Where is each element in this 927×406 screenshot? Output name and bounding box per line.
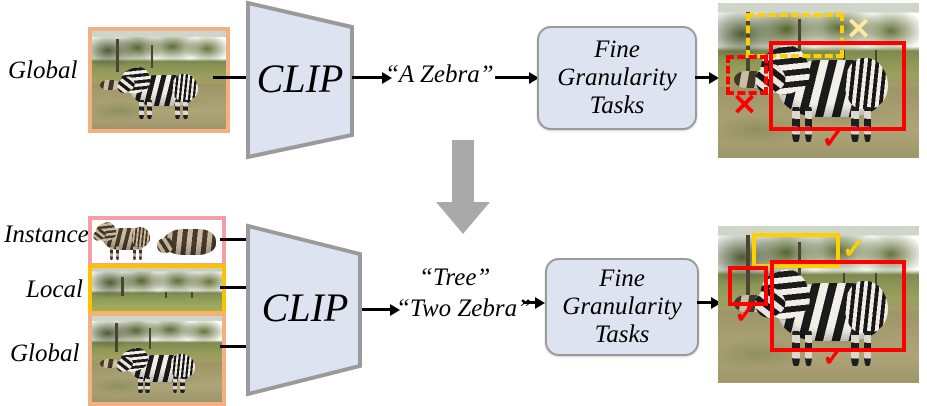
check-red-icon-main-bottom: ✓ [822, 342, 846, 373]
main-zebra-shape [114, 344, 201, 395]
task-line-1: Fine [594, 36, 640, 63]
zebra-leg [116, 246, 120, 260]
task-line-2: Granularity [562, 293, 682, 320]
yellow-dashed-tree-box-top [746, 13, 844, 58]
zebra-leg [172, 376, 178, 394]
tree-trunk-icon [746, 235, 751, 296]
tree-trunk-icon [149, 328, 152, 349]
red-dashed-small-zebra-box-top [726, 55, 768, 95]
clip-label-top: CLIP [256, 56, 344, 101]
zebra-rump [171, 73, 198, 102]
zebra-leg [137, 376, 143, 394]
zebra-rump [169, 353, 195, 378]
tree-trunk-icon [120, 277, 124, 296]
check-red-icon-small-bottom: ✓ [734, 299, 758, 330]
task-line-3: Tasks [589, 92, 645, 119]
fence-post-icon [164, 292, 167, 299]
transition-down-arrow-icon [432, 140, 494, 236]
zebra-leg [139, 100, 145, 119]
tree-trunk-icon [116, 38, 120, 73]
tree-trunk-icon [798, 18, 802, 62]
zebra-leg [138, 246, 143, 260]
cross-yellow-icon-top: ✕ [846, 13, 872, 46]
zebra-leg [147, 100, 152, 119]
zebra-leg [791, 106, 800, 142]
top-output-image: ✕ ✕ ✓ [718, 3, 919, 158]
zebra-leg [183, 100, 188, 119]
zebra-leg [804, 106, 813, 142]
bottom-input-label-local: Local [26, 276, 83, 303]
task-line-2: Granularity [557, 64, 677, 91]
tree-trunk-icon [115, 322, 119, 353]
zebra-leg [851, 106, 859, 142]
fine-granularity-task-box-top[interactable]: Fine Granularity Tasks [537, 26, 697, 130]
clip-model-top: CLIP [244, 0, 356, 160]
small-zebra-shape [99, 359, 120, 368]
fence-post-icon [842, 273, 845, 289]
zebra-rump [845, 57, 888, 109]
cross-red-icon-top: ✕ [732, 89, 758, 122]
check-red-icon-top: ✓ [821, 122, 847, 155]
bottom-output-image: ✓ ✓ ✓ [718, 226, 919, 383]
fine-granularity-task-box-bottom[interactable]: Fine Granularity Tasks [545, 258, 699, 356]
main-zebra-shape [114, 63, 205, 121]
fence-post-icon [874, 273, 877, 289]
check-yellow-icon-bottom: ✓ [842, 234, 866, 265]
fence-post-icon [190, 292, 193, 299]
clip-model-bottom: CLIP [244, 223, 366, 397]
zebra-rump [131, 227, 150, 248]
bottom-caption-two-zebra: “Two Zebra” [396, 295, 532, 322]
top-input-label-global: Global [8, 57, 78, 84]
clip-label-bottom: CLIP [261, 285, 349, 330]
bottom-input-label-instance: Instance [4, 221, 89, 248]
task-line-1: Fine [599, 265, 645, 292]
zebra-leg [110, 246, 114, 260]
top-caption-a-zebra: “A Zebra” [385, 61, 494, 88]
bottom-input-label-global: Global [10, 340, 80, 367]
tree-trunk-icon [150, 44, 153, 69]
task-line-3: Tasks [594, 321, 650, 348]
main-zebra-shape [750, 263, 899, 371]
red-solid-zebra-box-bottom [770, 260, 906, 352]
instance-zebra-left [92, 220, 155, 262]
red-solid-small-zebra-box-bottom [728, 266, 768, 306]
top-global-input-image [88, 27, 230, 133]
fence-post-icon [874, 49, 877, 65]
zebra-leg [145, 376, 150, 394]
red-solid-zebra-box-top [769, 41, 906, 131]
bottom-caption-tree: “Tree” [419, 264, 491, 291]
local-input-image [88, 264, 226, 315]
small-zebra-shape [100, 80, 121, 90]
bottom-global-input-image [88, 312, 226, 406]
yellow-solid-tree-box-bottom [752, 233, 840, 268]
zebra-leg [180, 376, 185, 394]
scene-background [92, 268, 222, 311]
zebra-rump [845, 281, 888, 334]
instance-input-image [88, 216, 226, 267]
zebra-leg [132, 246, 137, 260]
zebra-leg [175, 100, 181, 119]
zebra-leg [863, 106, 872, 142]
instance-zebra-right [155, 225, 219, 259]
main-zebra-shape [750, 40, 899, 145]
